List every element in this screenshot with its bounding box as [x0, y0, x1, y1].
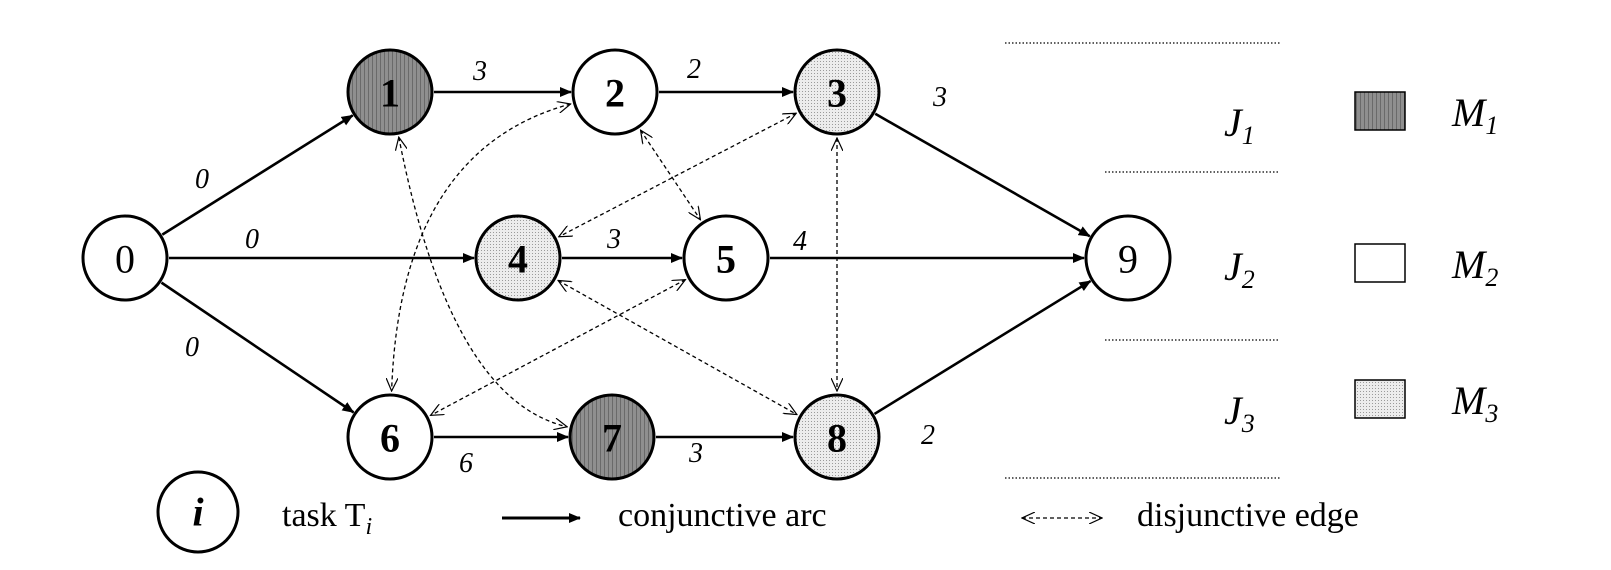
disjunctive-edge-5-6 [431, 280, 686, 416]
arc-weight-4-5: 3 [606, 224, 621, 255]
task-node-label-0: 0 [115, 237, 135, 282]
conjunctive-arc-0-1 [161, 114, 354, 236]
machine-label-1: M1 [1451, 90, 1498, 140]
arc-weight-7-8: 3 [688, 438, 703, 469]
task-node-6 [346, 393, 434, 481]
legend-conjunctive-text: conjunctive arc [618, 497, 827, 534]
legend-node-symbol [156, 470, 240, 554]
task-node-5 [682, 214, 770, 302]
task-node-label-8: 8 [827, 416, 847, 461]
machine-swatch-m3 [1354, 379, 1406, 419]
task-node-8 [793, 393, 881, 481]
task-node-2 [571, 48, 659, 136]
arc-weight-2-3: 2 [687, 54, 701, 85]
task-node-7 [568, 393, 656, 481]
arc-weight-0-6: 0 [185, 332, 199, 363]
job-label-3: J3 [1224, 388, 1255, 438]
legend-disjunctive-text: disjunctive edge [1137, 497, 1359, 534]
task-node-label-7: 7 [602, 416, 622, 461]
conjunctive-arc-0-6 [160, 281, 355, 414]
task-node-1 [346, 48, 434, 136]
disjunctive-edge-2-5 [641, 130, 701, 220]
task-node-label-3: 3 [827, 71, 847, 116]
arc-weight-8-9: 2 [921, 420, 935, 451]
arc-weight-0-1: 0 [195, 164, 209, 195]
arc-weight-6-7: 6 [459, 448, 473, 479]
symbol-legend: i task Ti conjunctive arc disjunctive ed… [156, 470, 1359, 554]
task-node-3 [793, 48, 881, 136]
disjunctive-edge-4-8 [558, 281, 797, 415]
conjunctive-arc-8-9 [873, 279, 1092, 416]
arc-weight-0-4: 0 [245, 224, 259, 255]
task-node-label-4: 4 [508, 237, 528, 282]
conjunctive-arc-3-9 [874, 112, 1091, 238]
legend-task-text: task Ti [282, 497, 372, 540]
task-node-4 [474, 214, 562, 302]
machine-swatch-m1 [1354, 91, 1406, 131]
task-node-label-5: 5 [716, 237, 736, 282]
task-nodes: 0 1 2 3 4 5 6 7 8 9 [81, 48, 1172, 481]
job-label-1: J1 [1224, 100, 1255, 150]
arc-weight-3-9: 3 [932, 82, 947, 113]
machine-label-2: M2 [1451, 242, 1498, 292]
task-node-label-1: 1 [380, 71, 400, 116]
machine-label-3: M3 [1451, 378, 1498, 428]
machine-swatch-m2 [1354, 243, 1406, 283]
task-node-label-2: 2 [605, 71, 625, 116]
task-node-label-6: 6 [380, 416, 400, 461]
disjunctive-edge-3-4 [559, 113, 796, 237]
conjunctive-arcs [160, 87, 1092, 442]
disjunctive-edges [392, 104, 837, 427]
legend-node-symbol-text: i [192, 490, 203, 535]
disjunctive-edge-2-6 [392, 104, 571, 391]
task-node-label-9: 9 [1118, 237, 1138, 282]
arc-weight-5-9: 4 [793, 226, 807, 257]
task-node-9 [1084, 214, 1172, 302]
arc-weight-1-2: 3 [472, 56, 487, 87]
job-label-2: J2 [1224, 244, 1255, 294]
job-machine-key: J1 J2 J3 M1 M2 M3 [1224, 90, 1498, 438]
task-node-0 [81, 214, 169, 302]
arc-weights: 0 0 0 3 2 3 3 4 6 3 2 [185, 54, 947, 479]
key-separators [1005, 42, 1280, 479]
